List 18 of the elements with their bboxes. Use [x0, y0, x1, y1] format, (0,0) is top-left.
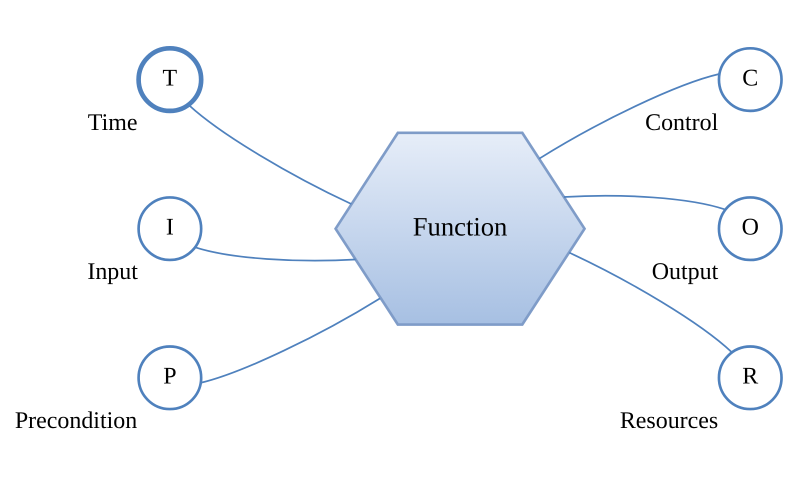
node-circle: I: [137, 196, 202, 262]
connector: [200, 298, 380, 384]
connector: [564, 194, 726, 210]
connector: [194, 246, 356, 262]
connector: [188, 104, 352, 205]
connector: [538, 73, 720, 160]
node-circle: T: [136, 46, 204, 114]
connector: [568, 252, 732, 353]
node-circle: C: [718, 47, 783, 112]
node-circle: P: [137, 345, 202, 410]
node-label: Precondition: [14, 408, 138, 434]
node-label: Time: [88, 110, 138, 136]
node-circle: O: [718, 196, 783, 262]
node-label: Input: [87, 259, 138, 286]
node-label: Control: [645, 110, 718, 136]
node-circle: R: [718, 345, 783, 410]
node-label: Resources: [620, 408, 718, 434]
node-label: Output: [652, 259, 718, 286]
